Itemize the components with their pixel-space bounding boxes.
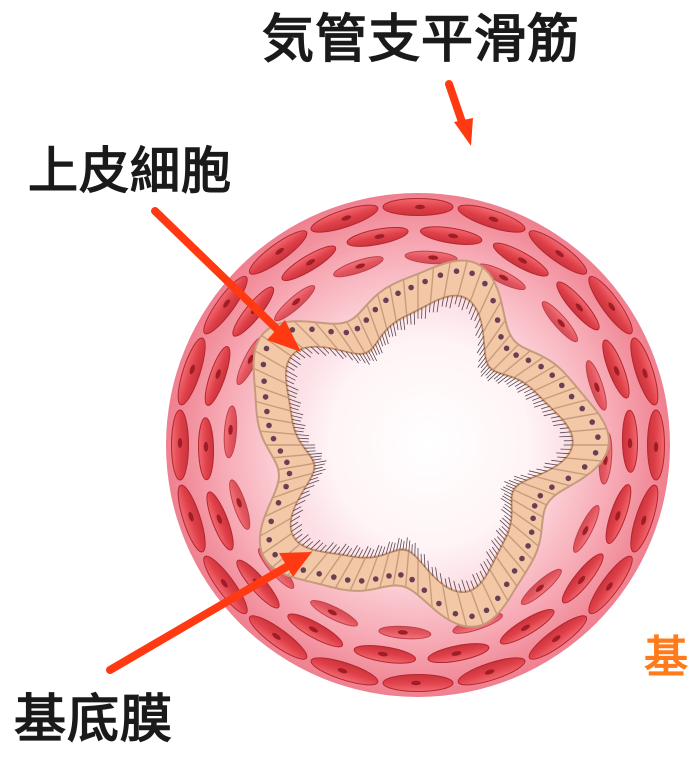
arrow-smooth-muscle [449, 84, 473, 146]
muscle-cell-icon [383, 675, 453, 692]
label-smooth-muscle: 気管支平滑筋 [262, 14, 580, 66]
muscle-cell-icon [383, 199, 453, 216]
label-basement-membrane: 基底膜 [14, 694, 173, 746]
muscle-cell-icon [648, 410, 665, 480]
muscle-cell-icon [172, 410, 189, 480]
label-cut-off: 基 [644, 636, 688, 680]
label-epithelium: 上皮細胞 [28, 146, 232, 196]
